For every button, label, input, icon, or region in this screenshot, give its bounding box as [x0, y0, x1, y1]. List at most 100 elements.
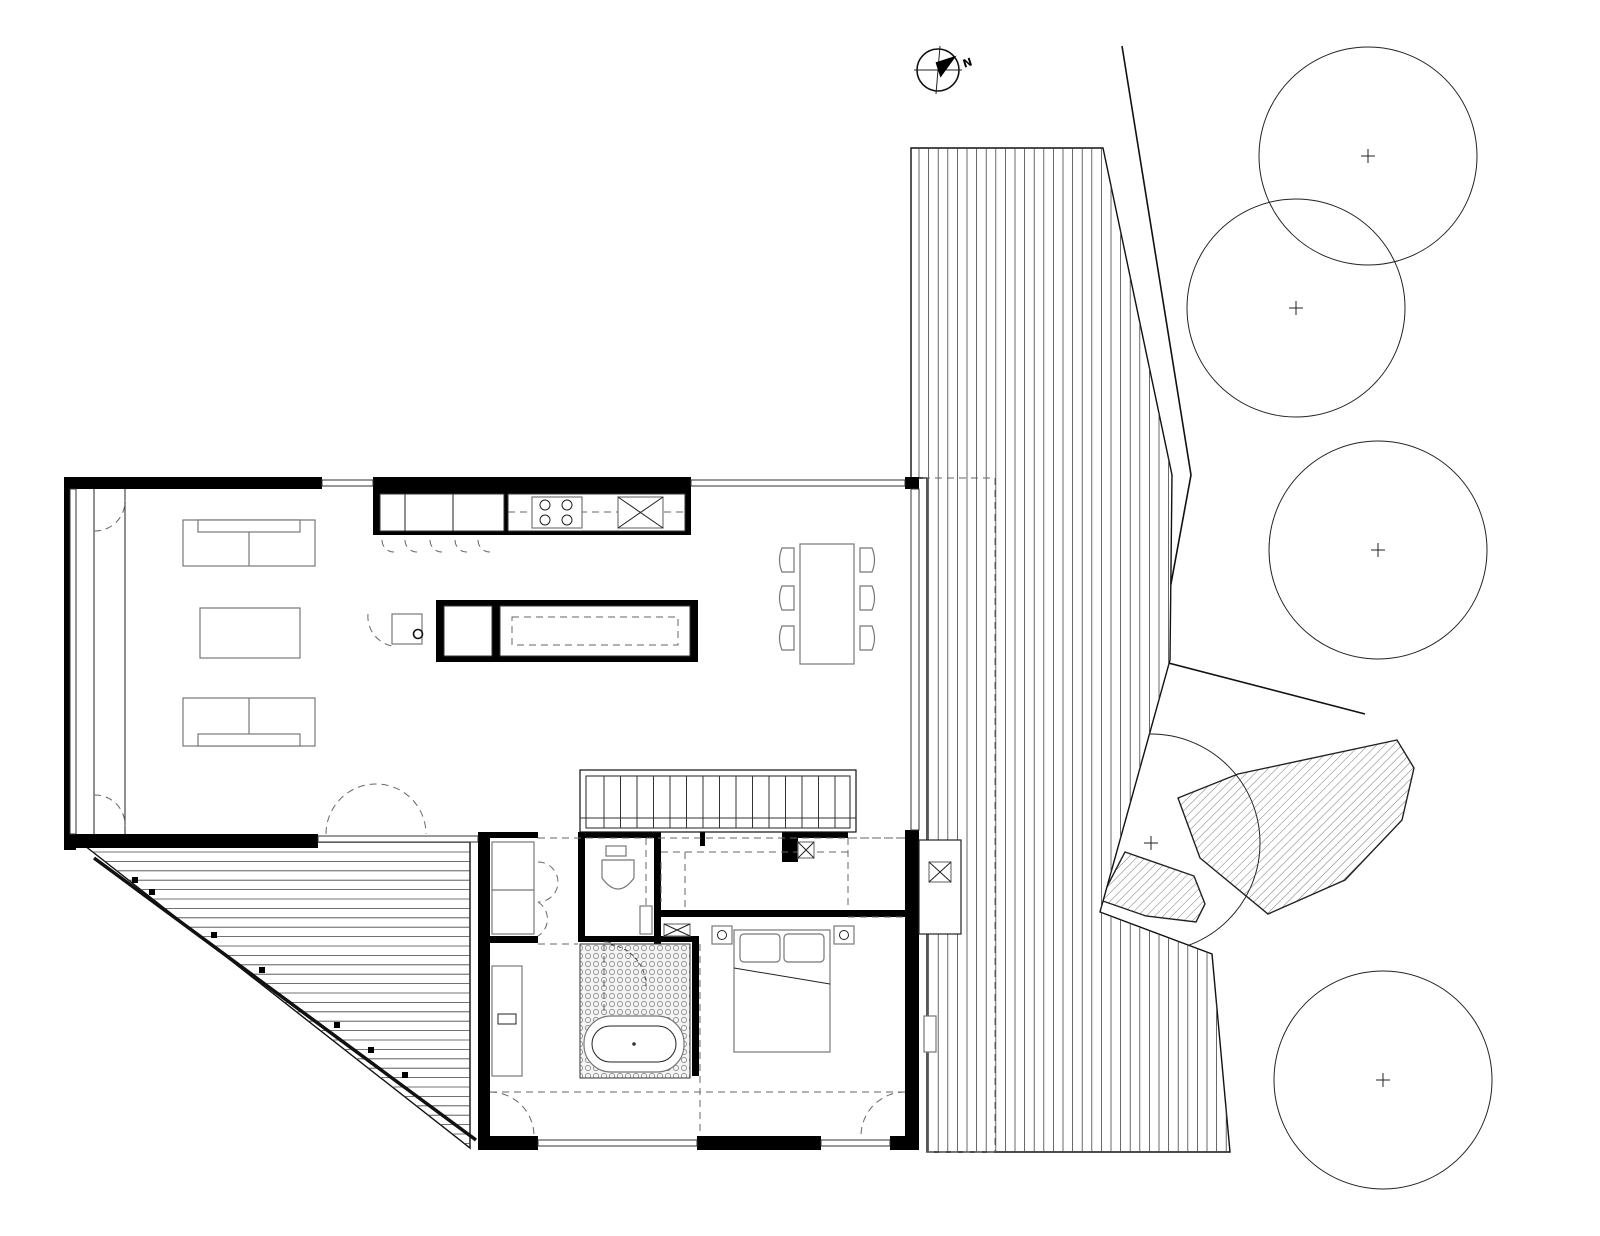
toilet [601, 845, 635, 890]
stair-inner [585, 775, 851, 829]
wall [654, 910, 905, 917]
tree-canopy [1268, 440, 1488, 660]
tree-trunk-mark [1361, 149, 1375, 163]
tree-trunk-mark [1289, 301, 1303, 315]
tree [1273, 970, 1493, 1190]
pillow [783, 933, 825, 963]
wall [697, 1136, 821, 1150]
dining-chair [859, 625, 876, 651]
bathtub-inner [591, 1025, 677, 1063]
dining-chair [778, 625, 795, 651]
north-label: N [961, 55, 974, 70]
deck-post [211, 932, 217, 938]
wall [478, 1136, 538, 1150]
tree-trunk-mark [1371, 543, 1385, 557]
dining-chairs [778, 547, 876, 651]
sofa [182, 519, 316, 567]
sofa [182, 697, 316, 747]
wall [64, 477, 322, 489]
island-sink-unit [443, 605, 493, 657]
wall [578, 832, 585, 940]
wall [700, 832, 705, 846]
dining-table [799, 543, 855, 665]
window [910, 488, 920, 831]
deck-outline [910, 147, 1231, 1153]
door-swing [860, 1091, 906, 1137]
pillow [739, 933, 781, 963]
window [317, 835, 479, 843]
wall [373, 477, 691, 489]
vanity-basin [497, 1013, 517, 1025]
deck-post [149, 889, 155, 895]
burner [561, 514, 573, 526]
door-swing [489, 1091, 535, 1137]
tree-canopy [1186, 198, 1406, 418]
pantry-cupboards [379, 493, 505, 532]
dining-chair [859, 547, 876, 573]
cupboard-door-swings [381, 539, 491, 553]
burner [539, 514, 551, 526]
bed-cover-fold [733, 967, 831, 985]
coffee-table [199, 607, 301, 659]
wall [905, 477, 919, 489]
door-swing [367, 613, 393, 647]
bedside-table [711, 925, 733, 945]
tree-trunk-mark [1376, 1073, 1390, 1087]
door-swing [537, 861, 559, 937]
door-swing [93, 499, 126, 532]
ensuite-vanity [491, 965, 523, 1077]
vanity-basin-cross [663, 923, 691, 937]
kitchen-island [391, 600, 698, 662]
site-boundary [1121, 45, 1366, 715]
tree [1268, 440, 1488, 660]
wall [692, 936, 699, 1076]
windows [69, 479, 920, 1147]
window [690, 479, 906, 487]
rocks [1099, 739, 1415, 923]
boundary-line-north [1121, 45, 1366, 715]
dining [778, 543, 876, 665]
stool-seat [412, 628, 424, 640]
robe [491, 841, 535, 935]
cooktop [531, 496, 583, 529]
deck-post [402, 1072, 408, 1078]
wall [654, 832, 661, 944]
bed [711, 925, 855, 1053]
cooktop-outline [531, 496, 583, 529]
dining-chair [859, 585, 876, 611]
bedside-table [833, 925, 855, 945]
small-rock [1099, 851, 1206, 923]
bedroom-wing [490, 837, 962, 1136]
bedside-lamp [839, 930, 849, 940]
bedside-lamp [717, 930, 727, 940]
deck-outline [77, 841, 471, 1150]
wall [478, 832, 490, 1144]
deck-post [368, 1047, 374, 1053]
south-west-deck [77, 841, 478, 1150]
toilet-cistern [605, 845, 627, 857]
wall [490, 832, 538, 838]
wall [782, 832, 798, 862]
wall [578, 936, 698, 942]
burner [561, 499, 573, 511]
tree-trunk-mark [1144, 836, 1158, 850]
walls [64, 477, 919, 1150]
doors [93, 499, 906, 1137]
tree-canopy [1273, 970, 1493, 1190]
deck-edge [92, 856, 478, 1142]
window [321, 479, 374, 487]
wall [890, 1136, 919, 1150]
window [820, 1139, 891, 1147]
deck-post [334, 1022, 340, 1028]
tree-canopy [1258, 46, 1478, 266]
kitchen-sink [617, 496, 664, 529]
large-rock [1177, 739, 1415, 915]
tree [1186, 198, 1406, 418]
wall [905, 830, 919, 1144]
shower-screen-swing [603, 943, 647, 987]
outdoor-shower [918, 839, 962, 935]
wall [64, 834, 318, 848]
toilet-bowl [601, 859, 635, 890]
living-furniture [182, 519, 316, 747]
